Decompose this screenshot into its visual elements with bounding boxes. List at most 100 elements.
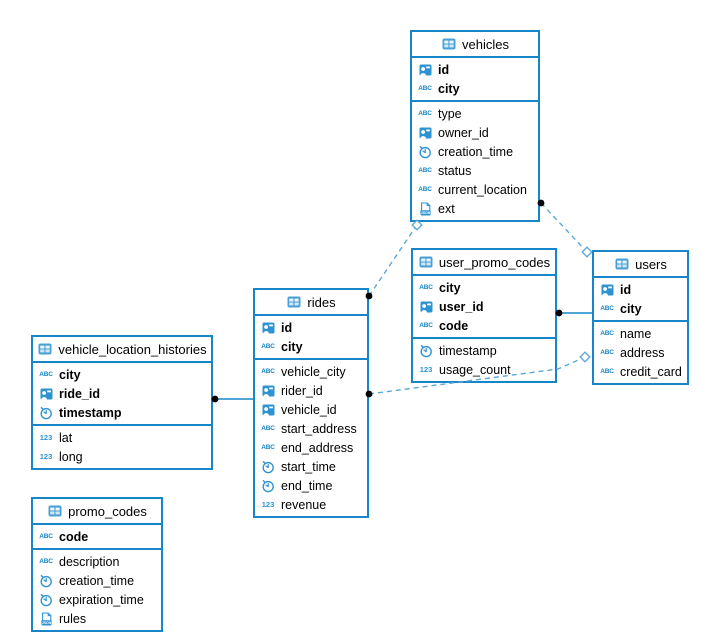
column-name: lat <box>59 430 73 445</box>
column-name: id <box>620 282 632 297</box>
column-row[interactable]: ride_id <box>33 384 211 403</box>
relation-diamond-marker <box>579 351 591 363</box>
column-name: city <box>59 367 81 382</box>
number-type-icon: 123 <box>39 452 53 461</box>
table-header[interactable]: vehicle_location_histories <box>33 337 211 363</box>
svg-text:JSON: JSON <box>41 620 51 624</box>
abc-text-type-icon: ABC <box>418 186 432 193</box>
column-name: name <box>620 326 652 341</box>
table-header[interactable]: rides <box>255 290 367 316</box>
column-row[interactable]: start_time <box>255 457 367 476</box>
table-icon <box>47 504 63 518</box>
column-row[interactable]: rider_id <box>255 381 367 400</box>
column-name: city <box>620 301 642 316</box>
table-title: vehicles <box>462 36 509 52</box>
table-header[interactable]: promo_codes <box>33 499 161 525</box>
column-row[interactable]: creation_time <box>33 571 161 590</box>
table-title: rides <box>307 294 336 310</box>
column-name: revenue <box>281 497 327 512</box>
column-name: city <box>439 280 461 295</box>
abc-text-type-icon: ABC <box>261 368 275 375</box>
id-badge-icon <box>417 126 433 140</box>
column-row[interactable]: id <box>412 60 538 79</box>
number-type-icon: 123 <box>261 500 275 509</box>
abc-text-type-icon: ABC <box>600 368 614 375</box>
relation-line-vehicles-to-users[interactable] <box>540 202 588 253</box>
abc-text-type-icon: ABC <box>419 322 433 329</box>
id-badge-icon <box>260 384 276 398</box>
table-header[interactable]: users <box>594 252 687 278</box>
column-name: ride_id <box>59 386 100 401</box>
relation-line-rides-to-vehicles[interactable] <box>368 224 418 297</box>
column-row[interactable]: 123 revenue <box>255 495 367 514</box>
timestamp-type-icon <box>38 574 54 588</box>
column-name: start_address <box>281 421 357 436</box>
column-name: id <box>438 62 450 77</box>
abc-text-type-icon: ABC <box>600 330 614 337</box>
column-name: end_time <box>281 478 333 493</box>
column-row[interactable]: timestamp <box>413 341 555 360</box>
column-row[interactable]: ABC name <box>594 324 687 343</box>
column-row[interactable]: end_time <box>255 476 367 495</box>
json-type-icon: JSON <box>38 611 54 626</box>
table-title: promo_codes <box>68 503 147 519</box>
json-type-icon: JSON <box>417 201 433 216</box>
column-row[interactable]: ABC current_location <box>412 180 538 199</box>
table-title: vehicle_location_histories <box>58 341 207 357</box>
table-header[interactable]: user_promo_codes <box>413 250 555 276</box>
column-row[interactable]: creation_time <box>412 142 538 161</box>
column-name: current_location <box>438 182 527 197</box>
column-row[interactable]: expiration_time <box>33 590 161 609</box>
column-name: vehicle_id <box>281 402 337 417</box>
column-row[interactable]: owner_id <box>412 123 538 142</box>
column-name: type <box>438 106 462 121</box>
column-row[interactable]: user_id <box>413 297 555 316</box>
column-row[interactable]: vehicle_id <box>255 400 367 419</box>
column-row[interactable]: timestamp <box>33 403 211 422</box>
column-name: creation_time <box>59 573 135 588</box>
column-name: usage_count <box>439 362 511 377</box>
column-row[interactable]: id <box>255 318 367 337</box>
table-icon <box>418 255 434 269</box>
id-badge-icon <box>418 300 434 314</box>
table-header[interactable]: vehicles <box>412 32 538 58</box>
abc-text-type-icon: ABC <box>418 85 432 92</box>
table-icon <box>441 37 457 51</box>
column-row[interactable]: id <box>594 280 687 299</box>
column-name: timestamp <box>439 343 497 358</box>
table-icon <box>614 257 630 271</box>
column-name: creation_time <box>438 144 514 159</box>
id-badge-icon <box>260 403 276 417</box>
id-badge-icon <box>260 321 276 335</box>
